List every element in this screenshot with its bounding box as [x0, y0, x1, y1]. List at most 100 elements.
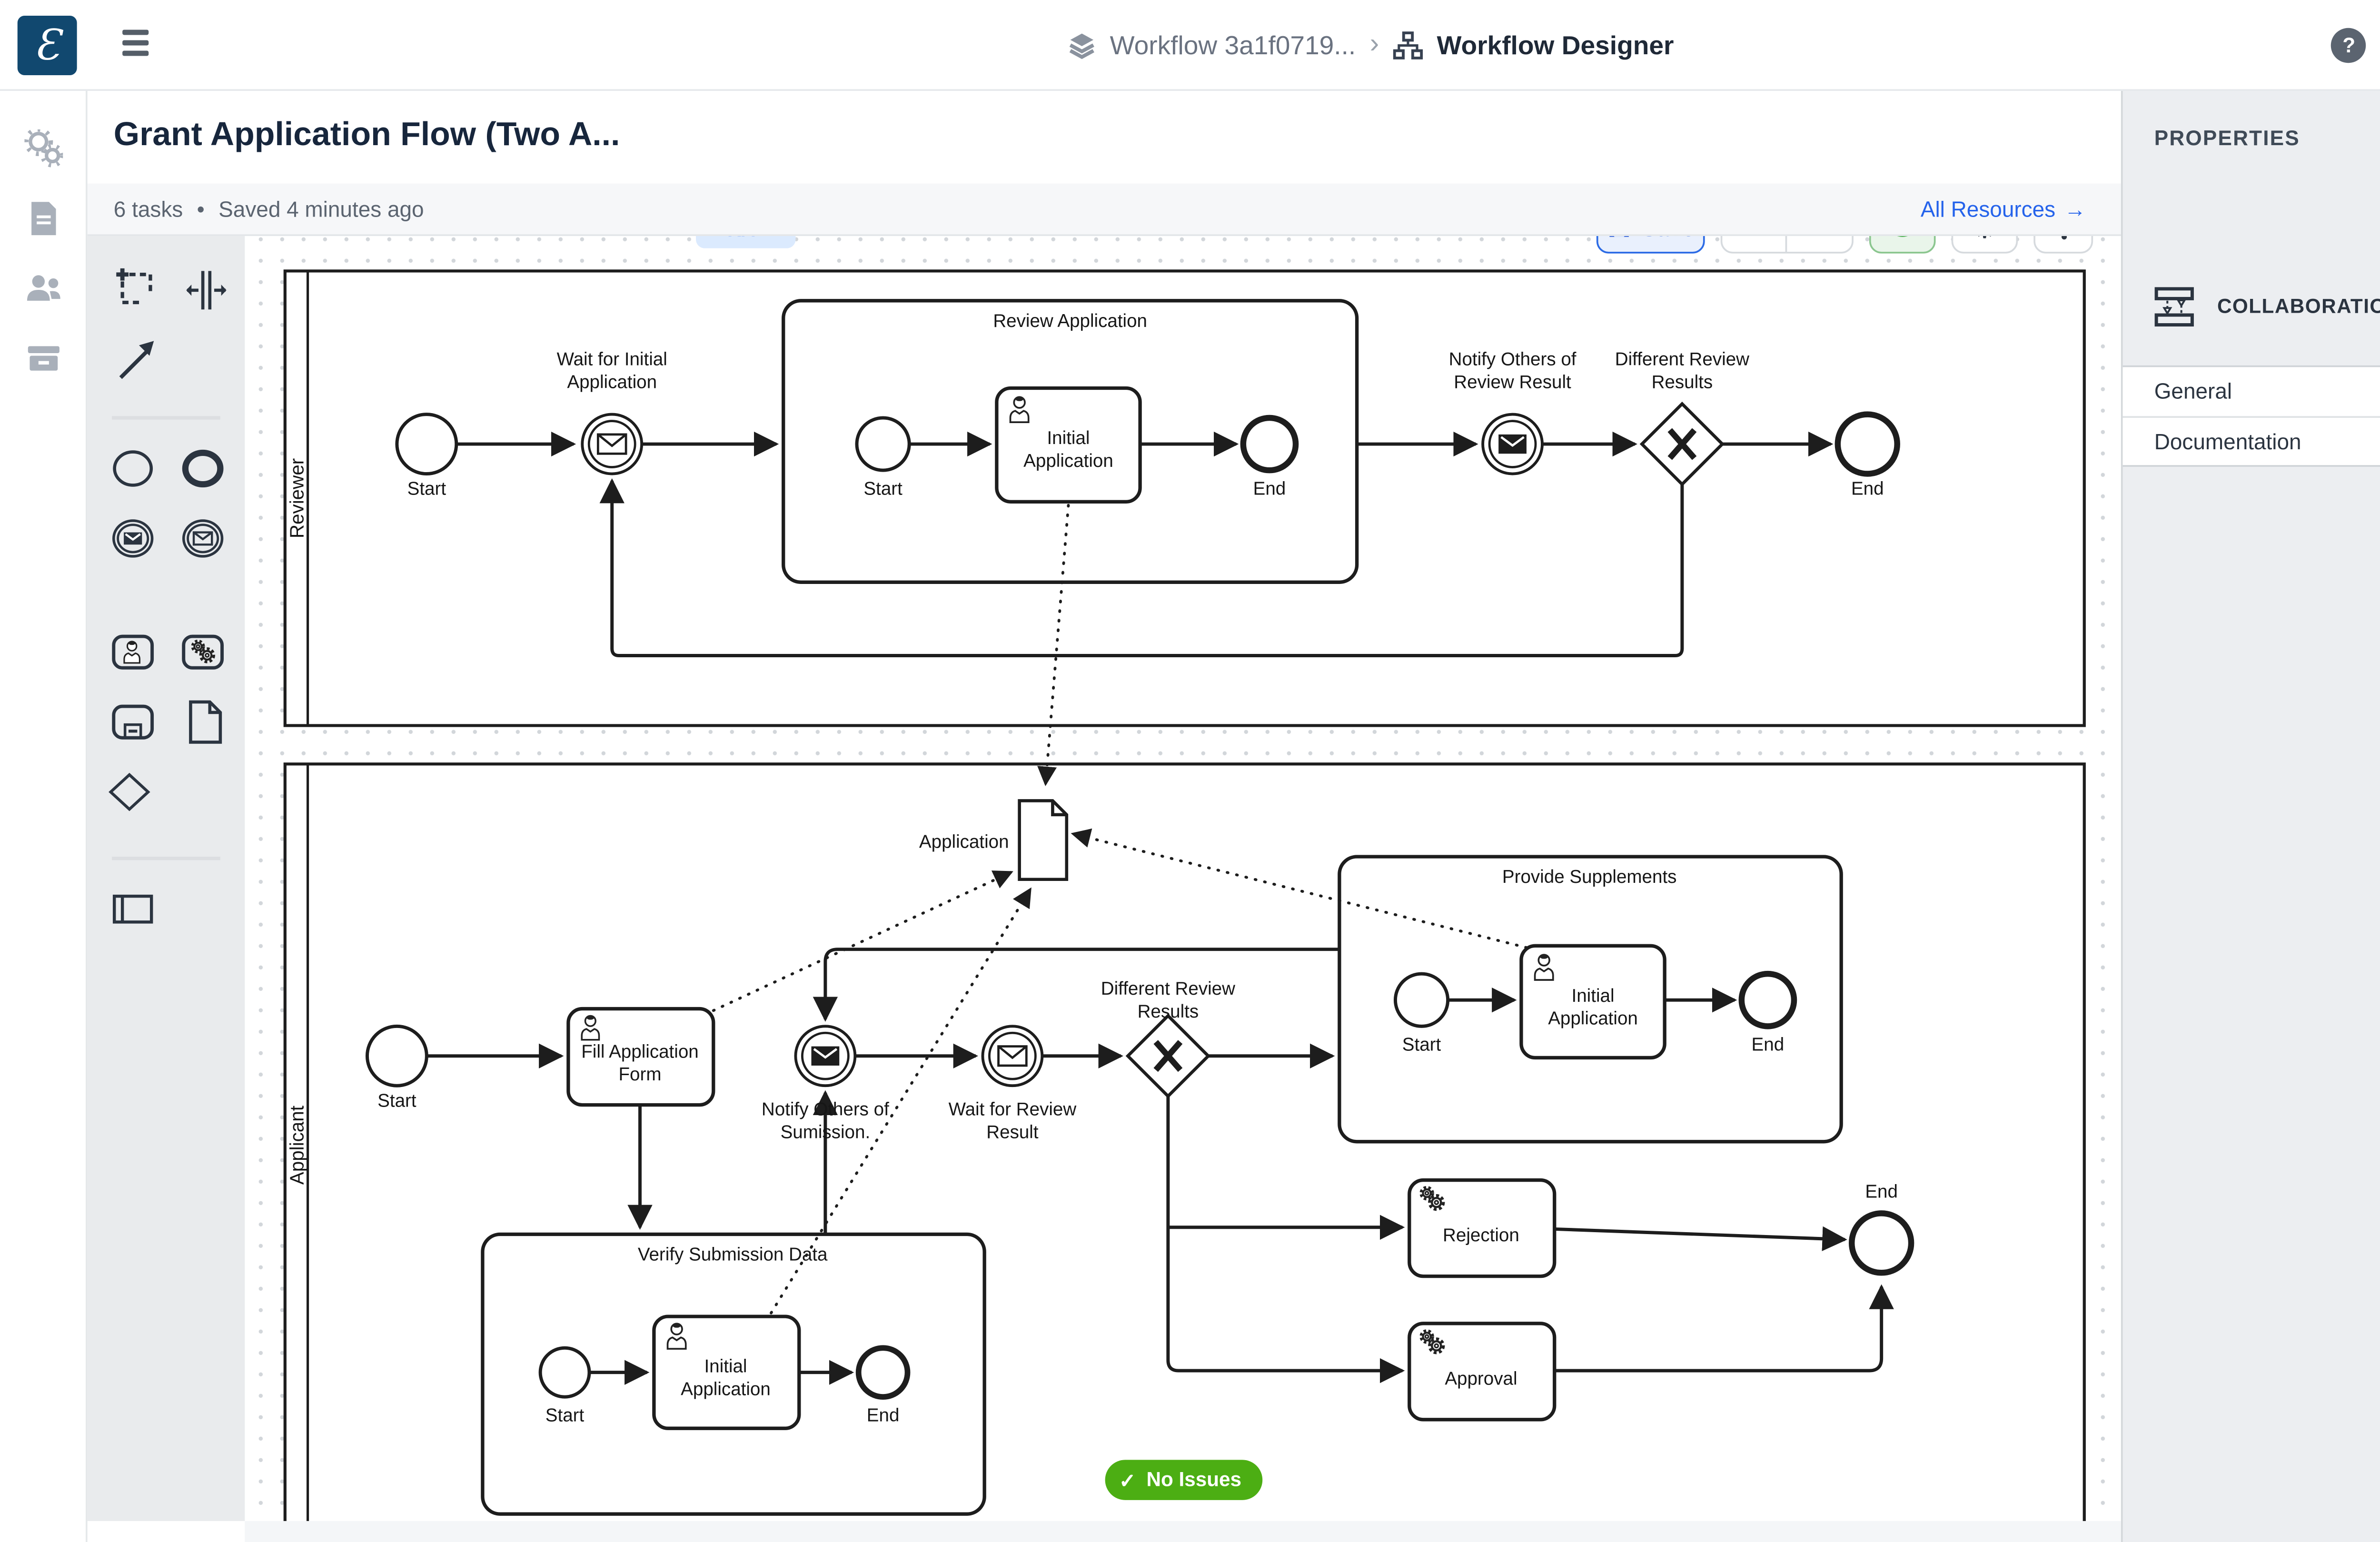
data-associations[interactable] — [712, 504, 1528, 1315]
svg-text:Application: Application — [681, 1379, 771, 1399]
archive-icon[interactable] — [24, 339, 63, 378]
user-task-initial-application-review[interactable]: Initial Application — [995, 386, 1142, 504]
properties-group-documentation[interactable]: Documentation › — [2122, 416, 2380, 465]
user-task-initial-application-supplements[interactable]: Initial Application — [1519, 944, 1666, 1060]
svg-text:Initial: Initial — [704, 1356, 747, 1377]
breadcrumb-workflow-id[interactable]: Workflow 3a1f0719... — [1110, 30, 1356, 60]
end-event-reviewer[interactable]: End — [1835, 411, 1900, 499]
svg-text:Different Review: Different Review — [1615, 349, 1749, 370]
gateway-different-review-results-reviewer[interactable]: Different Review Results — [1615, 349, 1749, 487]
data-object-application[interactable]: Application — [919, 799, 1069, 881]
svg-text:Wait for Review: Wait for Review — [949, 1099, 1077, 1120]
svg-text:Verify Submission Data: Verify Submission Data — [638, 1245, 828, 1265]
start-event-reviewer[interactable]: Start — [395, 413, 458, 499]
space-tool[interactable] — [185, 267, 227, 313]
svg-text:Review Application: Review Application — [993, 311, 1147, 331]
create-message-catch-event[interactable] — [182, 516, 224, 562]
collaboration-icon — [2154, 287, 2194, 327]
meta-dot: • — [197, 198, 205, 222]
svg-text:Start: Start — [407, 479, 446, 499]
start-event-review-sub[interactable]: Start — [855, 416, 911, 499]
create-end-event[interactable] — [182, 446, 224, 492]
svg-text:End: End — [1865, 1181, 1898, 1202]
message-catch-event-wait-initial[interactable]: Wait for Initial Application — [557, 349, 667, 475]
svg-text:Notify Others of: Notify Others of — [1449, 349, 1577, 370]
message-throw-event-notify-submission[interactable]: Notify Others of Sumission. — [762, 1025, 889, 1142]
create-message-throw-event[interactable] — [112, 516, 154, 562]
create-service-task[interactable] — [182, 629, 224, 675]
svg-text:Fill Application: Fill Application — [581, 1041, 699, 1062]
global-connect-tool[interactable] — [115, 337, 157, 383]
service-task-approval[interactable]: Approval — [1408, 1322, 1557, 1422]
title-bar: Grant Application Flow (Two A... DRAFT S… — [87, 91, 2121, 254]
svg-text:Application: Application — [1023, 451, 1113, 471]
svg-text:Review Result: Review Result — [1454, 372, 1571, 393]
selected-element-type: COLLABORATION — [2217, 296, 2380, 317]
start-event-supplements-sub[interactable]: Start — [1393, 972, 1450, 1055]
svg-text:Initial: Initial — [1047, 428, 1090, 448]
task-count: 6 tasks — [113, 198, 183, 222]
message-throw-event-notify-review[interactable]: Notify Others of Review Result — [1449, 349, 1577, 475]
start-event-verify-sub[interactable]: Start — [538, 1346, 591, 1426]
users-icon[interactable] — [24, 269, 63, 308]
check-icon: ✓ — [1119, 1471, 1136, 1493]
validation-status-label: No Issues — [1146, 1469, 1242, 1491]
create-data-object[interactable] — [185, 699, 227, 745]
breadcrumb-designer[interactable]: Workflow Designer — [1437, 30, 1674, 60]
pool-label-applicant: Applicant — [286, 1106, 307, 1185]
svg-text:End: End — [1851, 479, 1884, 499]
svg-text:Application: Application — [567, 372, 657, 393]
settings-gears-icon[interactable] — [24, 129, 63, 168]
message-catch-event-wait-review[interactable]: Wait for Review Result — [949, 1025, 1077, 1142]
svg-text:Different Review: Different Review — [1101, 979, 1235, 999]
menu-icon[interactable] — [122, 30, 156, 58]
svg-text:Results: Results — [1652, 372, 1713, 393]
logo-glyph: Ɛ — [34, 21, 60, 70]
properties-groups: General › Documentation › — [2122, 365, 2380, 467]
help-icon[interactable]: ? — [2331, 28, 2367, 63]
create-gateway[interactable] — [109, 769, 150, 815]
create-start-event[interactable] — [112, 446, 154, 492]
palette-divider — [112, 857, 220, 860]
end-event-applicant[interactable]: End — [1848, 1181, 1914, 1276]
validation-status-badge[interactable]: ✓ No Issues — [1105, 1460, 1263, 1500]
start-event-applicant[interactable]: Start — [365, 1024, 428, 1111]
svg-text:Start: Start — [1402, 1035, 1441, 1055]
properties-group-general[interactable]: General › — [2122, 367, 2380, 416]
diagram-canvas[interactable]: Reviewer Applicant Review Application Pr… — [245, 236, 2121, 1542]
end-event-supplements-sub[interactable]: End — [1738, 970, 1797, 1055]
svg-text:Sumission.: Sumission. — [781, 1122, 871, 1142]
svg-text:Application: Application — [1548, 1008, 1638, 1029]
gateway-different-review-results-applicant[interactable]: Different Review Results — [1101, 979, 1235, 1098]
app-logo[interactable]: Ɛ — [17, 16, 77, 75]
header-actions: ? English — [2331, 0, 2380, 91]
service-task-rejection[interactable]: Rejection — [1408, 1178, 1557, 1278]
canvas-scroll-strip[interactable] — [245, 1521, 2121, 1542]
svg-text:Provide Supplements: Provide Supplements — [1502, 867, 1677, 887]
svg-text:End: End — [1752, 1035, 1785, 1055]
lasso-tool[interactable] — [115, 267, 157, 313]
pool-label-reviewer: Reviewer — [286, 458, 307, 538]
svg-text:Rejection: Rejection — [1443, 1225, 1519, 1245]
arrow-right-icon: → — [2064, 198, 2086, 222]
create-participant[interactable] — [112, 886, 154, 932]
sequence-flows[interactable] — [426, 431, 1894, 1385]
svg-text:Start: Start — [863, 479, 902, 499]
svg-text:End: End — [1253, 479, 1286, 499]
properties-header: PROPERTIES — [2154, 126, 2300, 150]
document-icon[interactable] — [24, 199, 63, 238]
create-user-task[interactable] — [112, 629, 154, 675]
create-subprocess[interactable] — [112, 699, 154, 745]
app-sidebar — [0, 91, 88, 1542]
svg-text:Approval: Approval — [1445, 1368, 1517, 1389]
end-event-review-sub[interactable]: End — [1240, 415, 1299, 499]
palette-divider — [112, 416, 220, 420]
selected-element-section: COLLABORATION — [2154, 287, 2380, 327]
end-event-verify-sub[interactable]: End — [855, 1345, 911, 1426]
user-task-initial-application-verify[interactable]: Initial Application — [652, 1315, 801, 1430]
user-task-fill-application-form[interactable]: Fill Application Form — [566, 1007, 715, 1107]
all-resources-link[interactable]: All Resources → — [1920, 198, 2086, 222]
svg-text:Start: Start — [545, 1405, 585, 1426]
properties-panel: PROPERTIES COLLABORATION General › Docum… — [2121, 91, 2380, 1542]
